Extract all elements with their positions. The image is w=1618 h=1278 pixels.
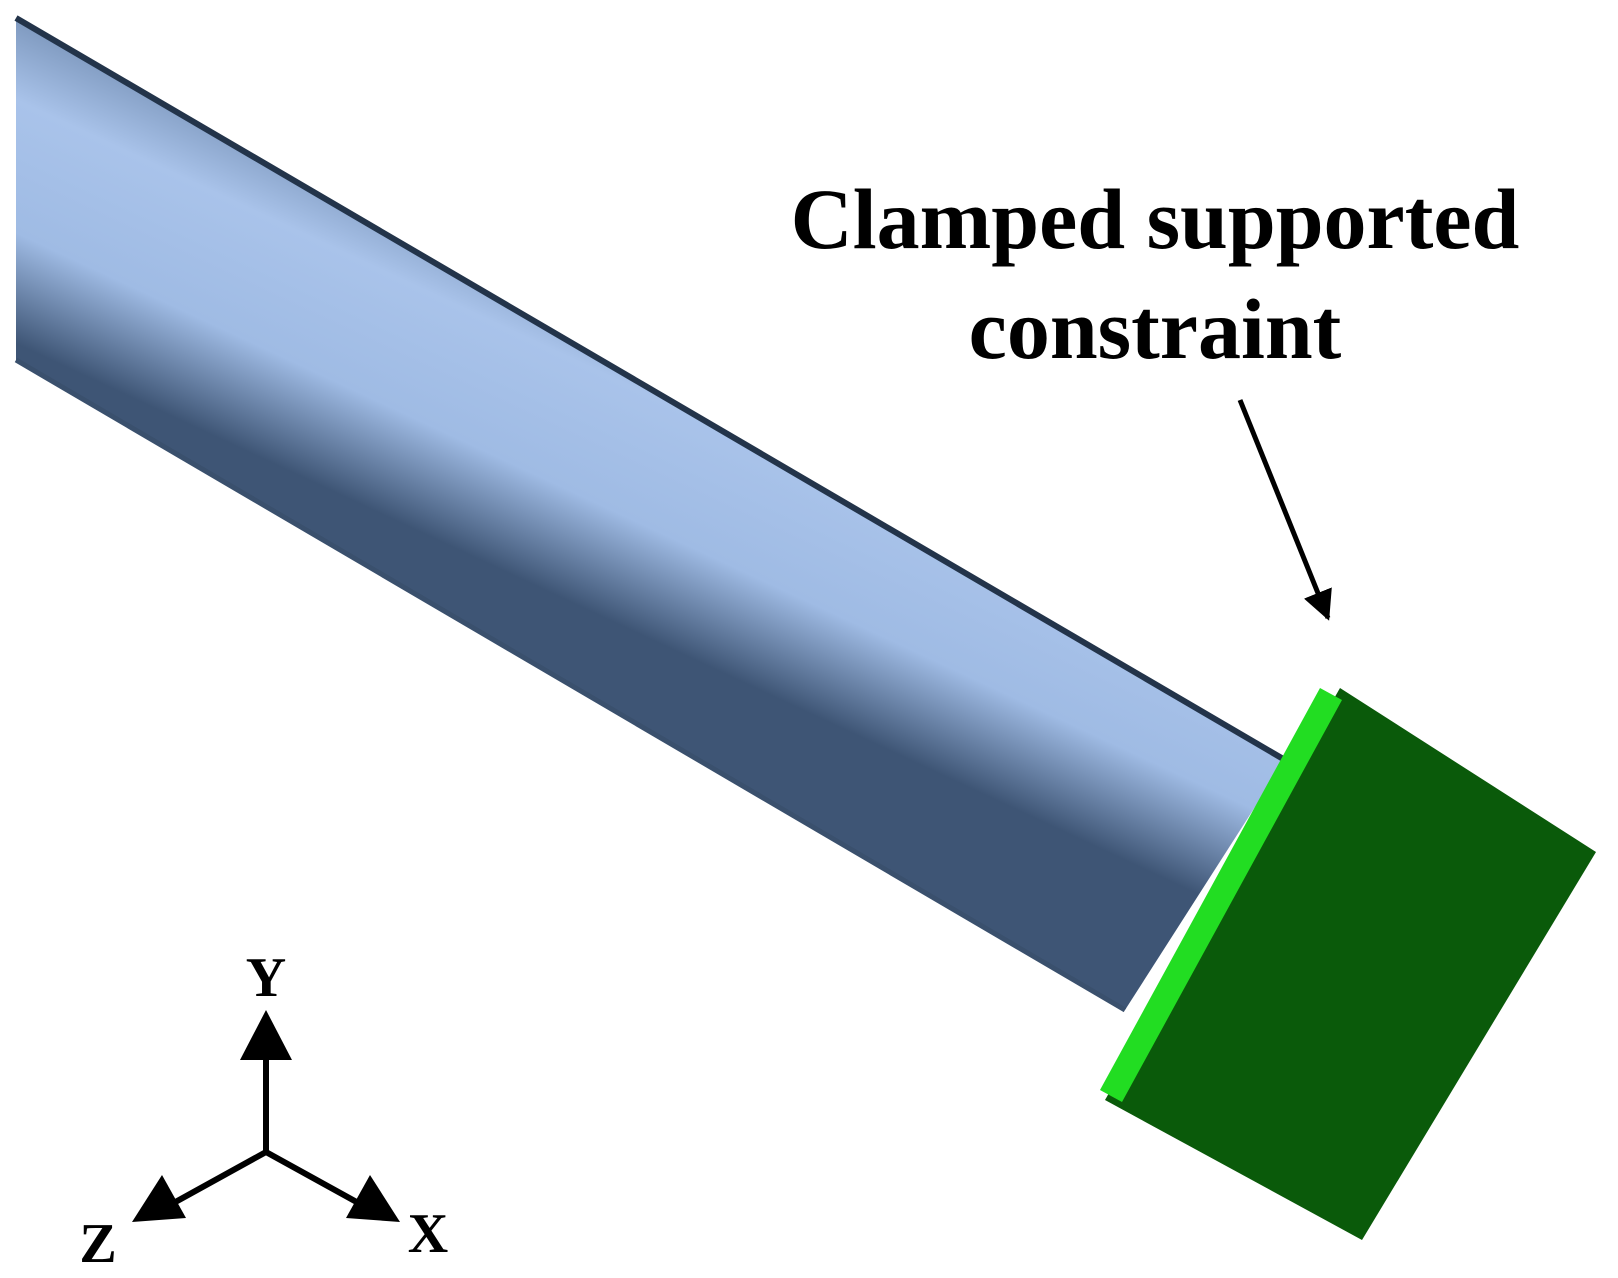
z-axis-label: Z bbox=[79, 1213, 116, 1275]
x-axis-line bbox=[264, 1149, 364, 1208]
y-axis-arrowhead bbox=[240, 1010, 292, 1060]
beam-top-edge bbox=[14, 15, 1287, 763]
beam-bottom-edge bbox=[14, 357, 1127, 1013]
x-axis-arrowhead bbox=[346, 1175, 400, 1222]
z-axis-arrowhead bbox=[132, 1175, 186, 1222]
clamp-block bbox=[1100, 688, 1596, 1240]
z-axis-line bbox=[168, 1149, 268, 1208]
beam-body bbox=[16, 18, 1285, 1010]
annotation-line-1: Clamped supported bbox=[791, 171, 1520, 267]
beam bbox=[14, 15, 1287, 1013]
y-axis-label: Y bbox=[246, 947, 286, 1009]
x-axis-label: X bbox=[408, 1203, 448, 1265]
callout-arrow bbox=[1237, 399, 1332, 621]
clamp-edge-highlight bbox=[1100, 688, 1342, 1102]
clamp-face bbox=[1105, 688, 1596, 1240]
annotation-line-2: constraint bbox=[969, 281, 1342, 377]
axis-triad: Y X Z bbox=[79, 947, 448, 1275]
